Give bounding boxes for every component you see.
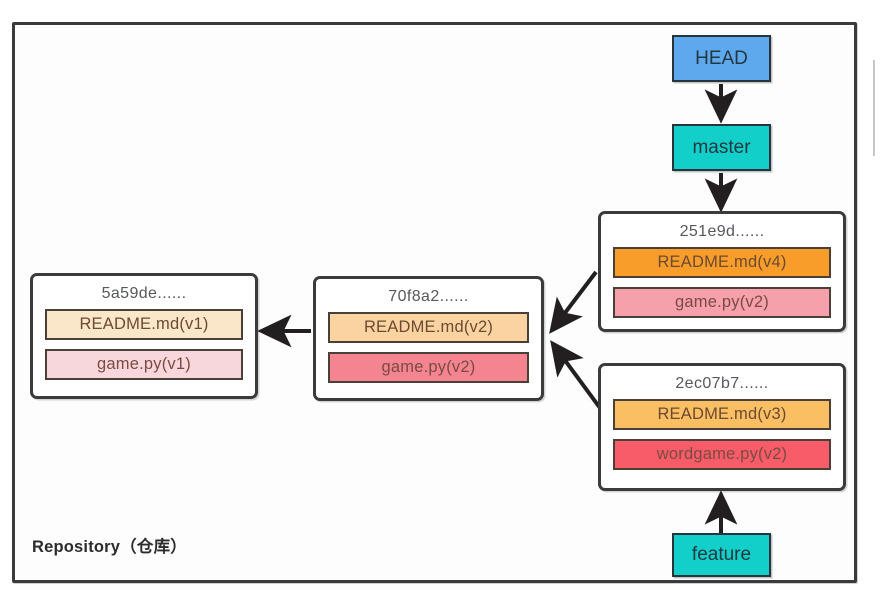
commit-hash-70f8a2: 70f8a2...... bbox=[388, 288, 469, 305]
commit-node-2ec07b7[interactable]: 2ec07b7...... README.md(v3) wordgame.py(… bbox=[598, 363, 846, 491]
file-label: game.py(v2) bbox=[675, 293, 769, 311]
commit-file-row: README.md(v1) bbox=[45, 309, 243, 340]
commit-node-70f8a2[interactable]: 70f8a2...... README.md(v2) game.py(v2) bbox=[313, 276, 544, 401]
commit-file-row: game.py(v2) bbox=[328, 352, 529, 383]
ref-feature-label: feature bbox=[691, 544, 752, 565]
commit-node-5a59de[interactable]: 5a59de...... README.md(v1) game.py(v1) bbox=[30, 273, 258, 399]
file-label: game.py(v1) bbox=[97, 355, 191, 373]
file-label: README.md(v2) bbox=[363, 318, 494, 336]
ref-head-label: HEAD bbox=[695, 47, 748, 69]
file-label: README.md(v3) bbox=[657, 405, 787, 423]
cropped-edge-fragment bbox=[873, 60, 875, 156]
commit-hash-2ec07b7: 2ec07b7...... bbox=[675, 375, 769, 392]
ref-head[interactable]: HEAD bbox=[672, 35, 771, 82]
file-label: wordgame.py(v2) bbox=[656, 445, 788, 463]
ref-master-label: master bbox=[692, 136, 751, 158]
commit-hash-251e9d: 251e9d...... bbox=[679, 223, 765, 240]
commit-file-row: README.md(v3) bbox=[613, 399, 831, 430]
ref-master[interactable]: master bbox=[672, 124, 771, 171]
file-label: game.py(v2) bbox=[381, 358, 476, 376]
repository-label: Repository（仓库） bbox=[32, 538, 187, 556]
commit-node-251e9d[interactable]: 251e9d...... README.md(v4) game.py(v2) bbox=[598, 211, 846, 332]
commit-file-row: game.py(v1) bbox=[45, 349, 243, 380]
ref-feature[interactable]: feature bbox=[672, 533, 771, 577]
commit-file-row: README.md(v4) bbox=[613, 247, 831, 278]
file-label: README.md(v1) bbox=[79, 315, 209, 333]
file-label: README.md(v4) bbox=[657, 253, 787, 271]
commit-hash-5a59de: 5a59de...... bbox=[101, 285, 187, 302]
commit-file-row: README.md(v2) bbox=[328, 312, 529, 343]
commit-file-row: wordgame.py(v2) bbox=[613, 439, 831, 470]
commit-file-row: game.py(v2) bbox=[613, 287, 831, 318]
